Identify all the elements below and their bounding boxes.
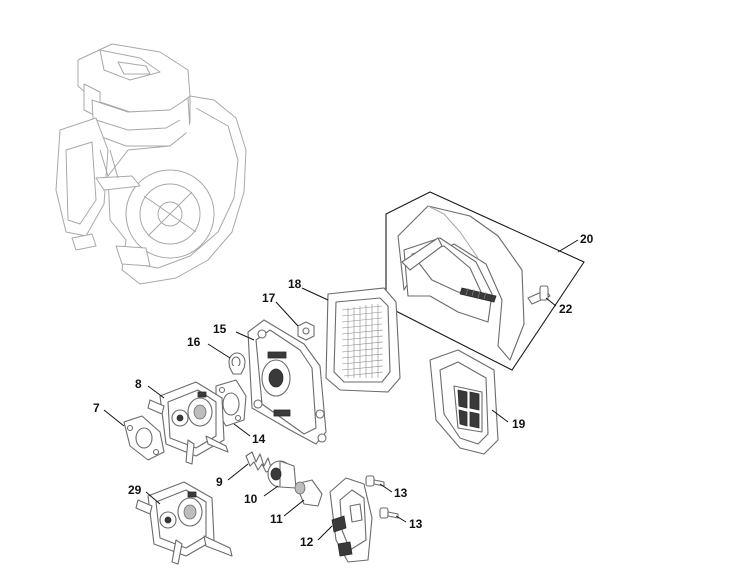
callout-19: 19	[512, 417, 526, 431]
callout-12: 12	[300, 535, 314, 549]
callout-7: 7	[93, 401, 100, 415]
callout-18: 18	[288, 277, 302, 291]
adapter	[294, 479, 323, 507]
callout-labels: 7 8 9 10 11 12 13 13 14 15 16 17 18 19 2…	[93, 232, 594, 549]
sleeve	[267, 460, 297, 489]
cover-screw	[527, 285, 551, 305]
callout-8: 8	[135, 377, 142, 391]
grommet	[228, 352, 246, 375]
callout-10: 10	[244, 492, 258, 506]
callout-11: 11	[270, 512, 283, 526]
callout-15: 15	[213, 322, 227, 336]
callout-14: 14	[252, 432, 266, 446]
leader-lines	[103, 239, 579, 541]
carburetor	[147, 381, 229, 465]
spring	[245, 451, 273, 473]
choke-bracket	[329, 477, 373, 563]
air-filter-cover-group	[385, 191, 585, 371]
callout-22: 22	[559, 302, 573, 316]
intake-manifold	[247, 319, 327, 445]
callout-9: 9	[216, 475, 223, 489]
bracket-screw-lower	[379, 507, 399, 519]
callout-16: 16	[187, 335, 201, 349]
air-filter-element	[325, 287, 401, 393]
callout-17: 17	[262, 291, 276, 305]
carburetor-gasket	[215, 379, 247, 427]
callout-13-lower: 13	[409, 517, 423, 531]
insulating-gasket	[123, 415, 165, 461]
bracket-screw-upper	[365, 475, 385, 487]
carburetor-alternate	[135, 481, 233, 565]
callout-29: 29	[128, 483, 142, 497]
filter-frame	[429, 349, 499, 455]
callout-13-upper: 13	[394, 486, 408, 500]
engine-block	[55, 43, 247, 285]
hex-nut	[297, 321, 315, 341]
callout-20: 20	[580, 232, 594, 246]
